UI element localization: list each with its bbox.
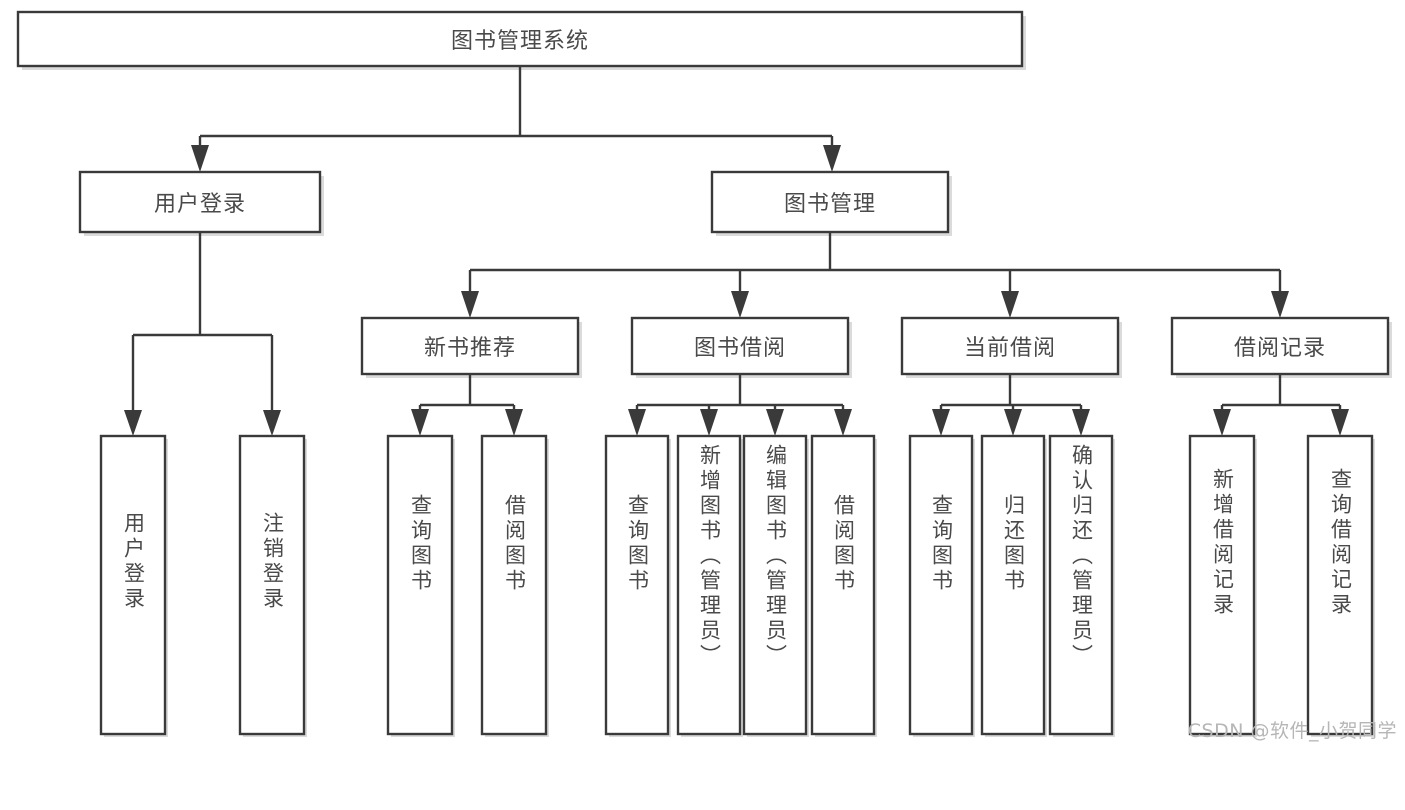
node-leaf-5[interactable] [676,434,742,736]
node-leaf-2[interactable] [386,434,454,736]
arrow-heads [124,145,1349,436]
node-leaf-3[interactable] [480,434,548,736]
node-leaf-4[interactable] [604,434,670,736]
node-level2-1[interactable] [630,316,850,376]
node-leaf-8[interactable] [908,434,974,736]
node-leaf-6[interactable] [742,434,808,736]
node-leaf-12[interactable] [1306,434,1374,736]
diagram-canvas: 图书管理系统 用户登录 图书管理 新书推荐 图书借阅 当前借阅 借阅记录 用户登… [16,10,1397,742]
node-level2-3[interactable] [1170,316,1390,376]
node-leaf-9[interactable] [980,434,1046,736]
node-boxes [16,10,1390,736]
node-level2-0[interactable] [360,316,580,376]
node-level1-1[interactable] [710,170,950,234]
node-root[interactable] [16,10,1024,68]
node-leaf-0[interactable] [99,434,167,736]
node-leaf-11[interactable] [1188,434,1256,736]
node-leaf-1[interactable] [238,434,306,736]
node-level1-0[interactable] [78,170,322,234]
node-leaf-10[interactable] [1048,434,1114,736]
flowchart-svg [16,10,1392,737]
node-level2-2[interactable] [900,316,1120,376]
node-leaf-7[interactable] [810,434,876,736]
